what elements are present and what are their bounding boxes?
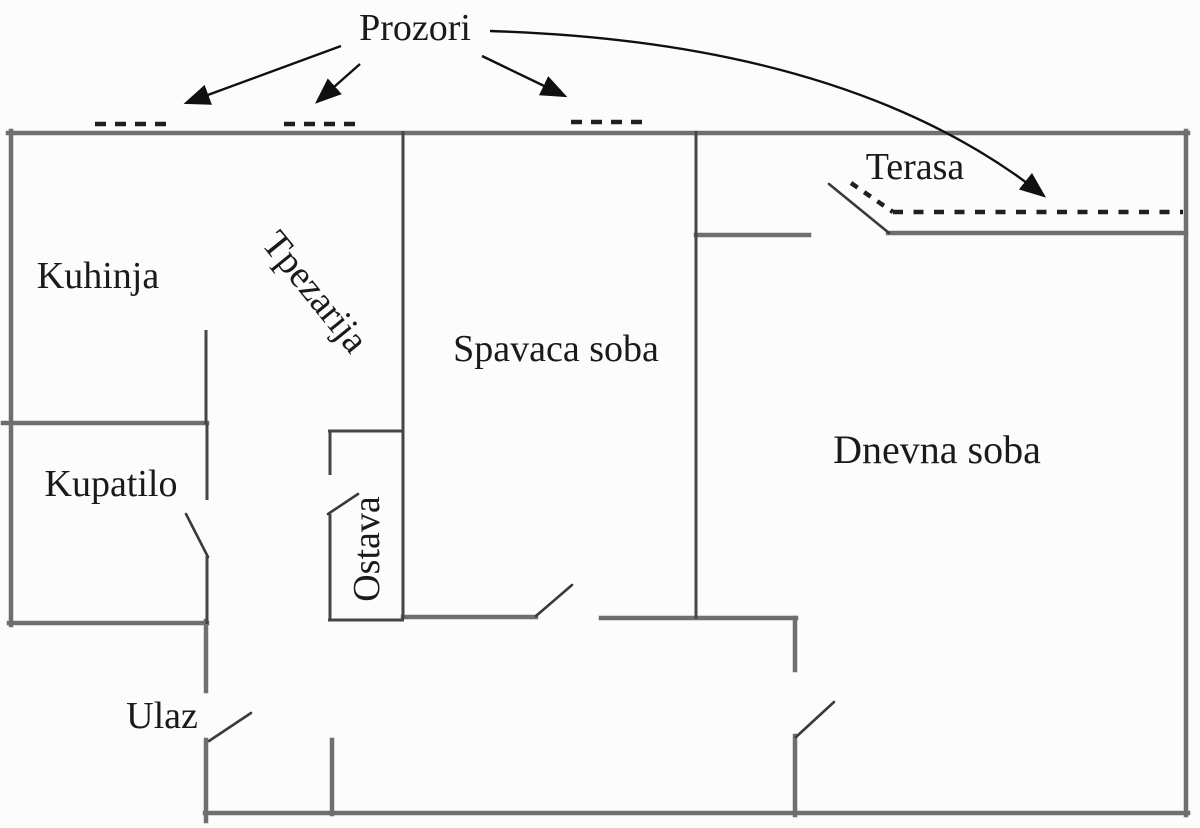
dining-room-label: Tpezarija [254,223,377,361]
pantry-label: Ostava [346,496,388,602]
arrow-to-window-1 [183,44,342,105]
terrace-label: Terasa [866,146,965,188]
bathroom-label: Kupatilo [45,463,178,505]
living-room-door [794,700,836,739]
entrance-door [207,711,253,743]
bedroom-door [534,583,574,618]
terrace-door [827,182,891,235]
arrow-to-window-3 [481,54,568,98]
kitchen-label: Kuhinja [37,255,160,297]
bedroom-label: Spavaca soba [453,328,659,370]
arrow-to-terrace-window [489,29,1047,198]
arrow-to-window-2 [315,63,361,104]
bathroom-door [184,512,210,559]
pantry-door [326,492,360,516]
living-room-label: Dnevna soba [833,427,1041,472]
windows-annotation-label: Prozori [359,7,471,49]
entrance-label: Ulaz [126,695,198,737]
